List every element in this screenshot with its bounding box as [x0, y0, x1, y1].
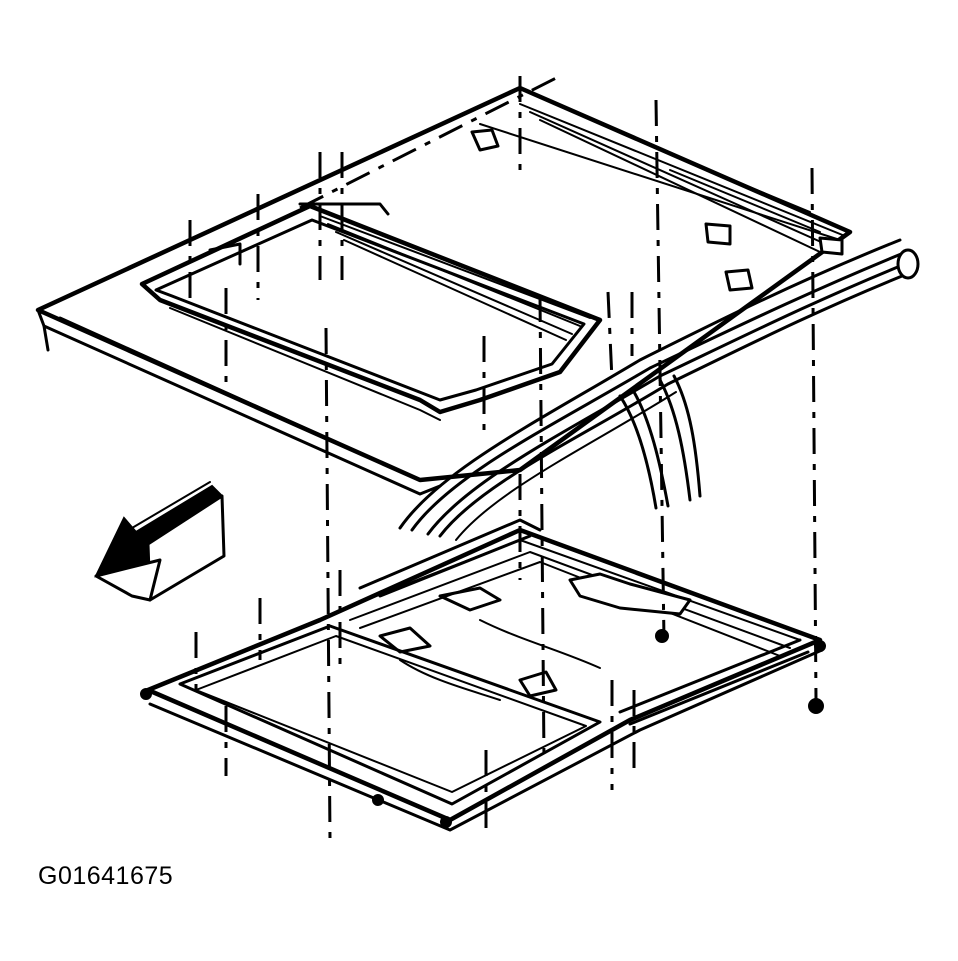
sunroof-frame [140, 518, 826, 832]
figure-id-label: G01641675 [38, 862, 174, 890]
roof-mount-brackets [470, 128, 844, 292]
roof-opening [139, 202, 603, 421]
fastener-points [655, 629, 824, 714]
arrow-icon [94, 481, 226, 602]
alignment-lines [188, 76, 818, 841]
